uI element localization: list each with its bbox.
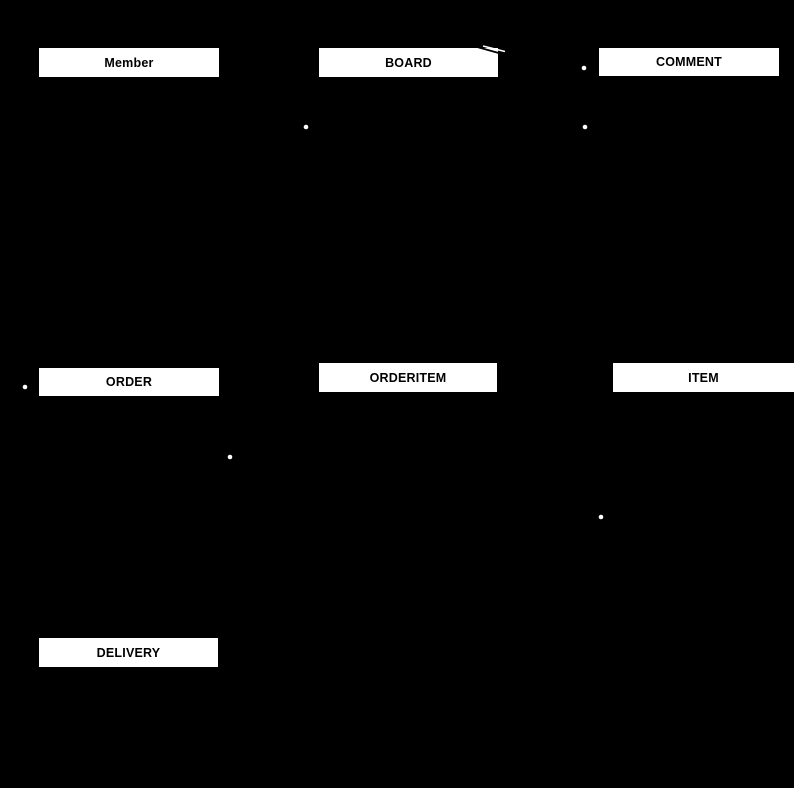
entity-title-member: Member (104, 55, 154, 70)
entity-header-board[interactable]: BOARD (319, 48, 498, 77)
entity-title-board: BOARD (385, 55, 432, 70)
entity-header-orderitem[interactable]: ORDERITEM (319, 363, 497, 392)
entity-title-delivery: DELIVERY (96, 645, 161, 660)
entity-title-order: ORDER (105, 375, 153, 389)
connector-dot-1 (581, 65, 587, 71)
connector-dot-2 (582, 124, 588, 130)
connector-dot-0 (303, 124, 309, 130)
entity-header-item[interactable]: ITEM (613, 363, 794, 392)
entity-title-item: ITEM (688, 370, 719, 385)
entity-header-member[interactable]: Member (39, 48, 219, 77)
entity-header-comment[interactable]: COMMENT (599, 48, 779, 76)
entity-title-orderitem: ORDERITEM (369, 370, 447, 385)
connector-dot-5 (598, 514, 604, 520)
connector-dot-4 (227, 454, 233, 460)
entity-title-comment: COMMENT (656, 55, 722, 69)
entity-header-delivery[interactable]: DELIVERY (39, 638, 218, 667)
entity-header-order[interactable]: ORDER (39, 368, 219, 396)
connector-dot-3 (22, 384, 28, 390)
